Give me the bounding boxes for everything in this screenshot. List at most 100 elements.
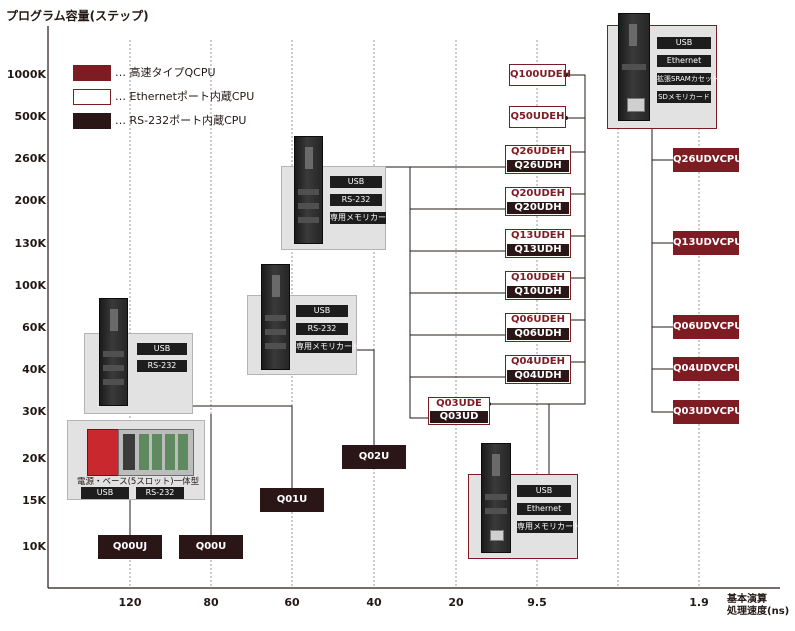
led-icon: [629, 24, 637, 46]
q02u-cpu-module-image: [261, 264, 290, 370]
cpu-q20udh: Q20UDH: [507, 202, 569, 214]
led-icon: [492, 454, 500, 476]
y-axis-title: プログラム容量(ステップ): [6, 9, 149, 23]
base-slot-icon: [152, 434, 162, 470]
udv-cpu-module-image: [618, 13, 650, 121]
cpu-q01u: Q01U: [260, 488, 324, 512]
slot-icon: [298, 203, 319, 209]
slot-icon: [265, 329, 286, 335]
cpu-q13udvcpu: Q13UDVCPU: [673, 231, 742, 255]
cpu-q06udh: Q06UDH: [507, 328, 569, 340]
legend-swatch-rs232: [73, 113, 111, 129]
y-tick-10k: 10K: [22, 540, 46, 553]
cpu-q04udvcpu: Q04UDVCPU: [673, 357, 742, 381]
spec-usb: USB: [81, 487, 129, 499]
cpu-q20udeh: Q20UDEH: [507, 189, 569, 201]
ethernet-port-icon: [627, 98, 645, 112]
led-icon: [272, 275, 280, 297]
spec-memory-card: 専用メモリカード: [330, 212, 394, 224]
cpu-q13udh: Q13UDH: [507, 244, 569, 256]
cpu-q00u: Q00U: [179, 535, 243, 559]
cpu-q06udeh: Q06UDEH: [507, 315, 569, 327]
cpu-q04udeh: Q04UDEH: [507, 357, 569, 369]
base-unit-image: [118, 429, 194, 476]
slot-icon: [298, 217, 319, 223]
q00uj-caption: 電源・ベース(5スロット)一体型: [77, 477, 200, 487]
spec-sd-card: SDメモリカード: [657, 91, 711, 103]
q00uj-panel: 電源・ベース(5スロット)一体型 USB RS-232: [67, 420, 205, 500]
x-axis-title-line2: 処理速度(ns): [727, 606, 790, 617]
power-supply-image: [87, 429, 119, 476]
spec-ethernet: Ethernet: [517, 503, 571, 515]
spec-memory-card: 専用メモリカード: [296, 341, 360, 353]
x-tick-120: 120: [118, 596, 142, 609]
slot-icon: [265, 315, 286, 321]
ethernet-port-icon: [490, 530, 504, 541]
spec-usb: USB: [137, 343, 187, 355]
cpu-q50udeh: Q50UDEH: [509, 106, 566, 128]
y-tick-260k: 260K: [14, 152, 47, 165]
legend-label-high-speed: … 高速タイプQCPU: [115, 66, 216, 79]
y-tick-20k: 20K: [22, 452, 46, 465]
cpu-q10udeh: Q10UDEH: [507, 273, 569, 285]
spec-usb: USB: [517, 485, 571, 497]
y-tick-1000k: 1000K: [6, 68, 46, 81]
cpu-q26udh: Q26UDH: [507, 160, 569, 172]
q00-cpu-module-image: [99, 298, 128, 406]
legend-label-rs232: … RS-232ポート内蔵CPU: [115, 114, 247, 127]
slot-icon: [103, 365, 124, 371]
qud-cpu-module-image: [294, 136, 323, 244]
spec-rs232: RS-232: [137, 360, 187, 372]
cpu-q10udh: Q10UDH: [507, 286, 569, 298]
base-slot-icon: [123, 434, 135, 470]
x-tick-80: 80: [203, 596, 219, 609]
cpu-q03ud: Q03UD: [430, 411, 488, 423]
slot-icon: [265, 343, 286, 349]
y-tick-15k: 15K: [22, 494, 46, 507]
base-slot-icon: [165, 434, 175, 470]
x-tick-60: 60: [284, 596, 300, 609]
spec-usb: USB: [330, 176, 382, 188]
cpu-q26udeh: Q26UDEH: [507, 147, 569, 159]
cpu-q06udvcpu: Q06UDVCPU: [673, 315, 742, 339]
qude-cpu-module-image: [481, 443, 511, 553]
cpu-q03ude: Q03UDE: [430, 399, 488, 411]
x-tick-40: 40: [366, 596, 382, 609]
y-tick-130k: 130K: [14, 237, 47, 250]
legend-label-ethernet: … Ethernetポート内蔵CPU: [115, 90, 255, 103]
slot-icon: [622, 64, 646, 70]
x-axis-title: 基本演算 処理速度(ns): [727, 594, 789, 618]
cpu-q00uj: Q00UJ: [98, 535, 162, 559]
y-tick-30k: 30K: [22, 405, 46, 418]
cpu-q26udvcpu: Q26UDVCPU: [673, 148, 742, 172]
y-tick-60k: 60K: [22, 321, 46, 334]
spec-sram-cassette: 拡張SRAMカセット: [657, 73, 719, 85]
base-slot-icon: [178, 434, 188, 470]
x-tick-9-5: 9.5: [527, 596, 547, 609]
slot-icon: [103, 379, 124, 385]
slot-icon: [485, 508, 507, 514]
y-tick-200k: 200K: [14, 194, 47, 207]
x-tick-1-9: 1.9: [689, 596, 709, 609]
cpu-q04udh: Q04UDH: [507, 370, 569, 382]
y-tick-40k: 40K: [22, 363, 46, 376]
y-tick-500k: 500K: [14, 110, 47, 123]
legend-swatch-ethernet: [73, 89, 111, 105]
slot-icon: [485, 494, 507, 500]
cpu-q100udeh: Q100UDEH: [509, 64, 571, 86]
spec-ethernet: Ethernet: [657, 55, 711, 67]
spec-memory-card: 専用メモリカード: [517, 521, 581, 533]
led-icon: [305, 147, 313, 169]
legend-swatch-high-speed: [73, 65, 111, 81]
spec-rs232: RS-232: [136, 487, 184, 499]
spec-rs232: RS-232: [296, 323, 348, 335]
x-axis-title-line1: 基本演算: [727, 594, 767, 605]
base-slot-icon: [139, 434, 149, 470]
spec-usb: USB: [296, 305, 348, 317]
slot-icon: [298, 189, 319, 195]
spec-usb: USB: [657, 37, 711, 49]
cpu-q03udvcpu: Q03UDVCPU: [673, 400, 742, 424]
cpu-q13udeh: Q13UDEH: [507, 231, 569, 243]
led-icon: [110, 309, 118, 331]
